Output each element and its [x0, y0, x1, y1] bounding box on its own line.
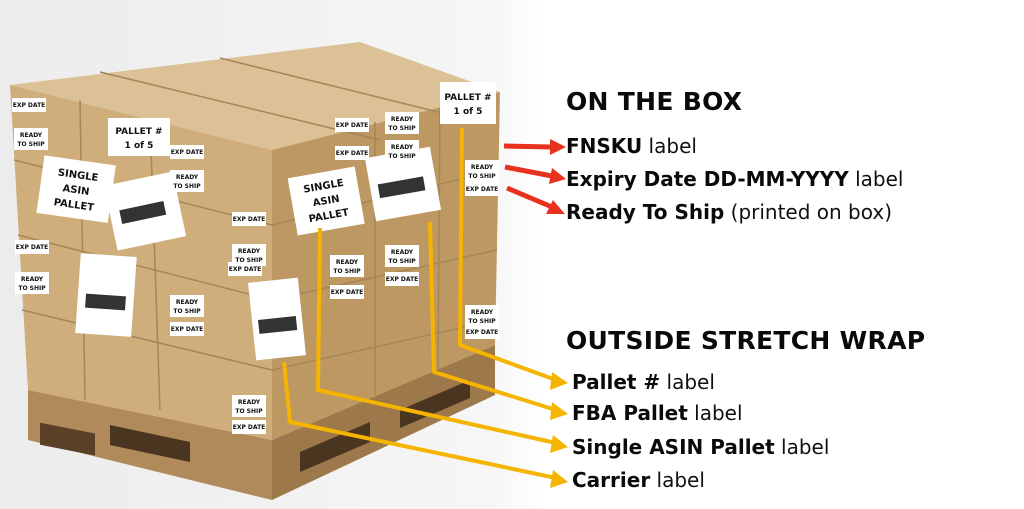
box-label-text: TO SHIP	[17, 141, 45, 148]
box-label-text: TO SHIP	[468, 318, 496, 325]
exp-date-label: EXP DATE	[228, 262, 262, 276]
box-label-text: EXP DATE	[171, 149, 204, 156]
ready-to-ship-label: READY TO SHIP	[170, 295, 204, 317]
box-label-text: EXP DATE	[13, 102, 46, 109]
box-label-text: READY	[20, 132, 43, 139]
carrier-label	[75, 146, 442, 361]
exp-date-label: EXP DATE	[335, 118, 369, 132]
box-label-text: READY	[391, 144, 414, 151]
box-label-text: TO SHIP	[173, 183, 201, 190]
exp-date-label: EXP DATE	[170, 145, 204, 159]
box-label-text: EXP DATE	[233, 216, 266, 223]
svg-text:ASIN: ASIN	[62, 183, 90, 198]
legend-item-ready-to-ship: Ready To Ship (printed on box)	[566, 200, 893, 224]
legend-item-carrier: Carrier label	[572, 468, 705, 492]
box-label-text: EXP DATE	[336, 122, 369, 129]
exp-date-label: EXP DATE	[232, 420, 266, 434]
wooden-pallet	[28, 345, 495, 500]
exp-date-label: EXP DATE	[465, 325, 499, 339]
box-label-text: READY	[176, 299, 199, 306]
ready-to-ship-label: READY TO SHIP	[385, 112, 419, 134]
exp-date-label: EXP DATE	[15, 240, 49, 254]
on-the-box-heading: ON THE BOX	[566, 87, 743, 116]
box-label-text: READY	[391, 249, 414, 256]
box-label-text: TO SHIP	[18, 285, 46, 292]
box-label-text: TO SHIP	[388, 258, 416, 265]
exp-date-label: EXP DATE	[12, 98, 46, 112]
legend-item-pallet-number: Pallet # label	[572, 370, 715, 394]
legend-item-fnsku: FNSKU label	[566, 134, 697, 158]
fnsku-arrow	[503, 143, 553, 150]
exp-date-label: EXP DATE	[232, 212, 266, 226]
box-stack-top	[10, 42, 500, 150]
exp-date-label: EXP DATE	[170, 322, 204, 336]
expiry-arrow	[504, 164, 553, 179]
box-labels-small: EXP DATE READY TO SHIP EXP DATE READY TO SHIP…	[12, 98, 499, 434]
stretch-wrap-leader-lines	[282, 127, 557, 480]
box-label-text: EXP DATE	[386, 276, 419, 283]
leader-arrowheads	[550, 372, 568, 488]
exp-date-label: EXP DATE	[335, 146, 369, 160]
ready-to-ship-label: READY TO SHIP	[14, 128, 48, 150]
svg-text:ASIN: ASIN	[312, 194, 341, 210]
ready-to-ship-label: READY TO SHIP	[232, 395, 266, 417]
ready-to-ship-arrow	[506, 185, 553, 210]
box-label-text: READY	[336, 259, 359, 266]
box-label-text: TO SHIP	[388, 153, 416, 160]
box-label-text: READY	[21, 276, 44, 283]
svg-text:1 of 5: 1 of 5	[125, 141, 154, 151]
box-label-text: TO SHIP	[235, 257, 263, 264]
box-label-text: TO SHIP	[333, 268, 361, 275]
box-label-text: TO SHIP	[388, 125, 416, 132]
box-label-text: EXP DATE	[229, 266, 262, 273]
ready-to-ship-label: READY TO SHIP	[385, 245, 419, 267]
box-label-text: EXP DATE	[171, 326, 204, 333]
box-label-text: TO SHIP	[173, 308, 201, 315]
pallet-number-label: PALLET # 1 of 5	[440, 82, 496, 124]
carrier-leader	[282, 361, 557, 480]
ready-to-ship-label: READY TO SHIP	[170, 170, 204, 192]
box-label-text: READY	[238, 399, 261, 406]
box-label-text: TO SHIP	[235, 408, 263, 415]
svg-text:PALLET #: PALLET #	[115, 127, 162, 137]
box-label-text: TO SHIP	[468, 173, 496, 180]
legend-item-expiry-date: Expiry Date DD-MM-YYYY label	[566, 167, 904, 191]
ready-to-ship-label: READY TO SHIP	[15, 272, 49, 294]
box-label-text: READY	[391, 116, 414, 123]
box-label-text: EXP DATE	[16, 244, 49, 251]
single-asin-leader	[316, 227, 557, 445]
box-label-text: EXP DATE	[336, 150, 369, 157]
exp-date-label: EXP DATE	[330, 285, 364, 299]
ready-to-ship-label: READY TO SHIP	[330, 255, 364, 277]
exp-date-label: EXP DATE	[385, 272, 419, 286]
box-label-text: READY	[238, 248, 261, 255]
box-label-text: EXP DATE	[331, 289, 364, 296]
legend-item-single-asin-pallet: Single ASIN Pallet label	[572, 435, 830, 459]
single-asin-pallet-label: SINGLE ASIN PALLET	[36, 155, 116, 223]
ready-to-ship-label: READY TO SHIP	[465, 160, 499, 182]
exp-date-label: EXP DATE	[465, 182, 499, 196]
outside-stretch-wrap-heading: OUTSIDE STRETCH WRAP	[566, 326, 926, 355]
svg-text:PALLET #: PALLET #	[444, 93, 491, 103]
legend-item-fba-pallet: FBA Pallet label	[572, 401, 743, 425]
svg-text:1 of 5: 1 of 5	[454, 107, 483, 117]
fba-pallet-leader	[428, 221, 557, 412]
single-asin-pallet-label: SINGLE ASIN PALLET	[287, 166, 365, 236]
ready-to-ship-label: READY TO SHIP	[465, 305, 499, 327]
box-label-text: EXP DATE	[233, 424, 266, 431]
box-label-text: EXP DATE	[466, 329, 499, 336]
pallet-number-label: PALLET # 1 of 5	[108, 118, 170, 156]
box-label-text: READY	[471, 309, 494, 316]
box-label-text: READY	[471, 164, 494, 171]
on-box-arrows	[503, 139, 566, 214]
box-label-text: EXP DATE	[466, 186, 499, 193]
box-label-text: READY	[176, 174, 199, 181]
ready-to-ship-label: READY TO SHIP	[232, 244, 266, 266]
ready-to-ship-label: READY TO SHIP	[385, 140, 419, 162]
pallet-number-leader	[458, 127, 557, 382]
